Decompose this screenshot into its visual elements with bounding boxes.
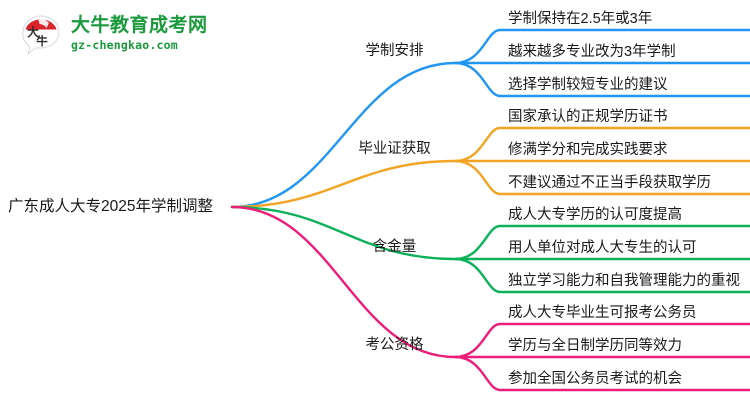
branch-connector-4 — [230, 205, 457, 359]
mindmap-leaf-3-1: 成人大专学历的认可度提高 — [508, 207, 682, 223]
mindmap-leaf-3-3: 独立学习能力和自我管理能力的重视 — [508, 273, 740, 289]
mindmap-branch-4: 考公资格 — [365, 337, 424, 353]
branch-connector-2 — [230, 159, 457, 209]
svg-text:牛: 牛 — [36, 34, 48, 48]
mindmap-leaf-4-3: 参加全国公务员考试的机会 — [508, 371, 682, 387]
branch-connector-1 — [230, 61, 457, 209]
leaf-connector-1-3 — [454, 61, 750, 98]
logo-text-block: 大牛教育成考网 gz-chengkao.com — [71, 16, 208, 52]
mindmap-root-node: 广东成人大专2025年学制调整 — [8, 198, 213, 215]
daniu-speech-bubble-logo-icon: 大 牛 — [18, 11, 64, 57]
leaf-connector-2-3 — [454, 159, 750, 196]
mindmap-leaf-1-1: 学制保持在2.5年或3年 — [508, 11, 653, 27]
branch-connector-3 — [230, 205, 457, 261]
mindmap-leaf-4-1: 成人大专毕业生可报考公务员 — [508, 305, 697, 321]
site-logo: 大 牛 大牛教育成考网 gz-chengkao.com — [18, 8, 208, 60]
svg-text:大: 大 — [27, 25, 39, 39]
mindmap-leaf-2-2: 修满学分和完成实践要求 — [508, 142, 668, 158]
mindmap-leaf-4-2: 学历与全日制学历同等效力 — [508, 338, 682, 354]
leaf-connector-4-3 — [454, 355, 750, 392]
leaf-connector-3-3 — [454, 257, 750, 294]
logo-subtitle: gz-chengkao.com — [71, 38, 178, 53]
mindmap-branch-2: 毕业证获取 — [358, 141, 431, 157]
mindmap-leaf-2-1: 国家承认的正规学历证书 — [508, 109, 668, 125]
mindmap-branch-3: 含金量 — [372, 239, 417, 255]
mindmap-branch-1: 学制安排 — [365, 43, 424, 59]
mindmap-leaf-1-2: 越来越多专业改为3年学制 — [508, 44, 676, 60]
mindmap-leaf-1-3: 选择学制较短专业的建议 — [508, 77, 668, 93]
logo-title: 大牛教育成考网 — [71, 15, 208, 37]
mindmap-leaf-3-2: 用人单位对成人大专生的认可 — [508, 240, 697, 256]
mindmap-leaf-2-3: 不建议通过不正当手段获取学历 — [508, 175, 711, 191]
